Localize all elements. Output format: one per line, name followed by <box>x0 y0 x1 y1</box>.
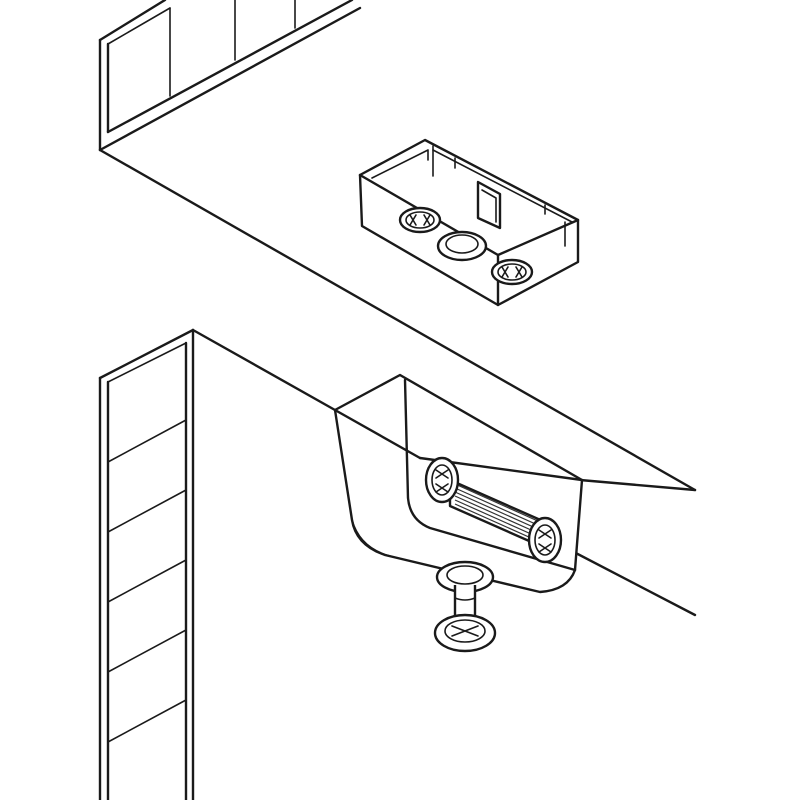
screw-icon <box>398 206 442 234</box>
bracket-open <box>358 138 580 307</box>
screw-icon <box>424 456 460 504</box>
screw-icon <box>490 258 534 286</box>
bracket-closed <box>333 373 584 594</box>
lower-cabinet <box>98 328 697 800</box>
upper-cabinet <box>98 0 697 492</box>
adjustment-slot-icon <box>436 230 488 262</box>
adjustment-bolt <box>433 560 497 653</box>
screw-icon <box>527 516 563 564</box>
